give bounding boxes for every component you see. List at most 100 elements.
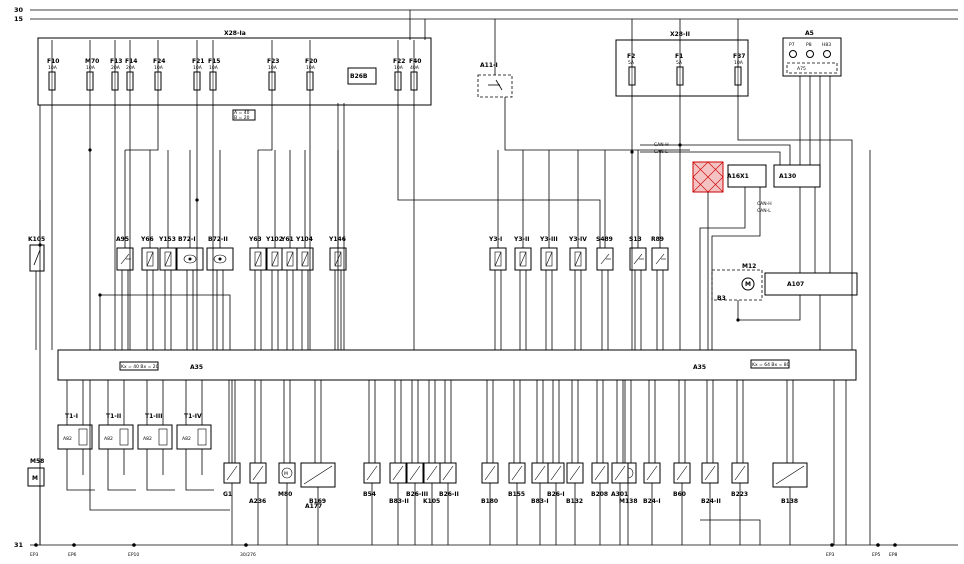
wire (640, 144, 791, 165)
device-y3-iii: Y3-III (539, 236, 558, 271)
device-a301: A301 (611, 462, 629, 498)
motor-m58: M M58 (27, 458, 45, 487)
device-b155: B155 (508, 462, 526, 498)
ground-point-label: EP6 (68, 552, 77, 558)
device-label: B138 (781, 498, 798, 505)
ground-icon (132, 543, 136, 547)
device-y66: Y66 (140, 236, 159, 271)
injector-inner-label: A82 (104, 436, 113, 442)
device-y104: Y104 (295, 236, 314, 271)
fuse-rating: 10A (306, 65, 316, 71)
device-label: Y3-III (539, 236, 558, 243)
device-label: B223 (731, 491, 748, 498)
device-a236: A236 (249, 462, 267, 505)
a130-label: A130 (779, 173, 796, 180)
device-b26-ii: B26-II (439, 462, 459, 498)
fuse-name: F14 (125, 58, 137, 65)
junction-dot (678, 143, 682, 147)
fuse-rating: 40A (410, 65, 420, 71)
ground-icon (830, 543, 834, 547)
m12-label: M12 (742, 263, 756, 270)
device-label: B208 (591, 491, 608, 498)
x28-ia-label: X28-Ia (224, 30, 246, 37)
device-b72-ii: B72-II (206, 236, 234, 271)
device-k105: K105 (423, 462, 441, 505)
device-s13: S13 (629, 236, 647, 271)
device-t1-ii: T1-II A82 (98, 413, 134, 450)
device-b132: B132 (566, 462, 584, 505)
device-label: B83-II (389, 498, 409, 505)
fuse-name: F2 (627, 53, 635, 60)
can-l-label: CAN-L (757, 208, 771, 214)
a5-pin-p7: P7 (789, 42, 795, 48)
device-label: B72-II (208, 236, 228, 243)
lamp-icon (823, 50, 831, 58)
ground-icon (244, 543, 248, 547)
fuse-name: F1 (675, 53, 683, 60)
device-b83-ii: B83-II (389, 462, 409, 505)
device-s489: S489 (596, 236, 614, 271)
fuse-name: F10 (47, 58, 59, 65)
rail-30-label: 30 (14, 6, 24, 14)
device-label: T1-II (106, 413, 121, 420)
fuse-name: F40 (409, 58, 421, 65)
device-b180: B180 (481, 462, 499, 505)
device-label: T1-III (145, 413, 162, 420)
fuse-name: F13 (110, 58, 122, 65)
device-label: B60 (673, 491, 686, 498)
a107-label: A107 (787, 281, 804, 288)
injector-inner-label: A82 (63, 436, 72, 442)
x1-label: X1 (740, 173, 749, 180)
junction-dot (98, 293, 102, 297)
device-b60: B60 (673, 462, 691, 498)
x28-ia-note-a: A = 40 (234, 110, 250, 116)
k105-label: K105 (28, 236, 45, 243)
device-label: Y66 (140, 236, 154, 243)
fuse-rating: 5A (628, 60, 635, 66)
a5-label: A5 (805, 30, 814, 37)
wire (711, 187, 761, 350)
fuse-name: F24 (153, 58, 165, 65)
fuse-name: M70 (85, 58, 99, 65)
relay-b26b-label: B26B (350, 73, 368, 80)
device-label: Y3-II (513, 236, 529, 243)
fuse-rating: 20A (126, 65, 136, 71)
a16-label: A16 (727, 173, 740, 180)
rail-15-label: 15 (14, 15, 24, 23)
device-b72-i: B72-I (176, 236, 204, 271)
a177-label: A177 (305, 503, 322, 510)
fuse-rating: 10A (394, 65, 404, 71)
device-label: K105 (423, 498, 440, 505)
junction-dot (736, 318, 740, 322)
control-unit-a35: A35 A35 Kx = 40 Bx = 20 Kx = 64 Bx = 80 … (57, 349, 857, 510)
fuse-rating: 10A (48, 65, 58, 71)
fuse-name: F23 (267, 58, 279, 65)
ground-point-label: EP3 (30, 552, 39, 558)
device-label: G1 (223, 491, 232, 498)
ground-point-label: EP3 (826, 552, 835, 558)
junction-dot (630, 150, 634, 154)
ground-icon (893, 543, 897, 547)
device-label: T1-IV (184, 413, 202, 420)
wire (125, 103, 159, 151)
junction-dot (195, 198, 199, 202)
wire (89, 380, 230, 511)
ground-point-label: 30/276 (240, 552, 256, 558)
svg-text:M: M (745, 281, 751, 288)
ground-point-label: EP5 (872, 552, 881, 558)
device-label: S13 (629, 236, 642, 243)
device-b223: B223 (731, 462, 749, 498)
fuse-name: F15 (208, 58, 220, 65)
